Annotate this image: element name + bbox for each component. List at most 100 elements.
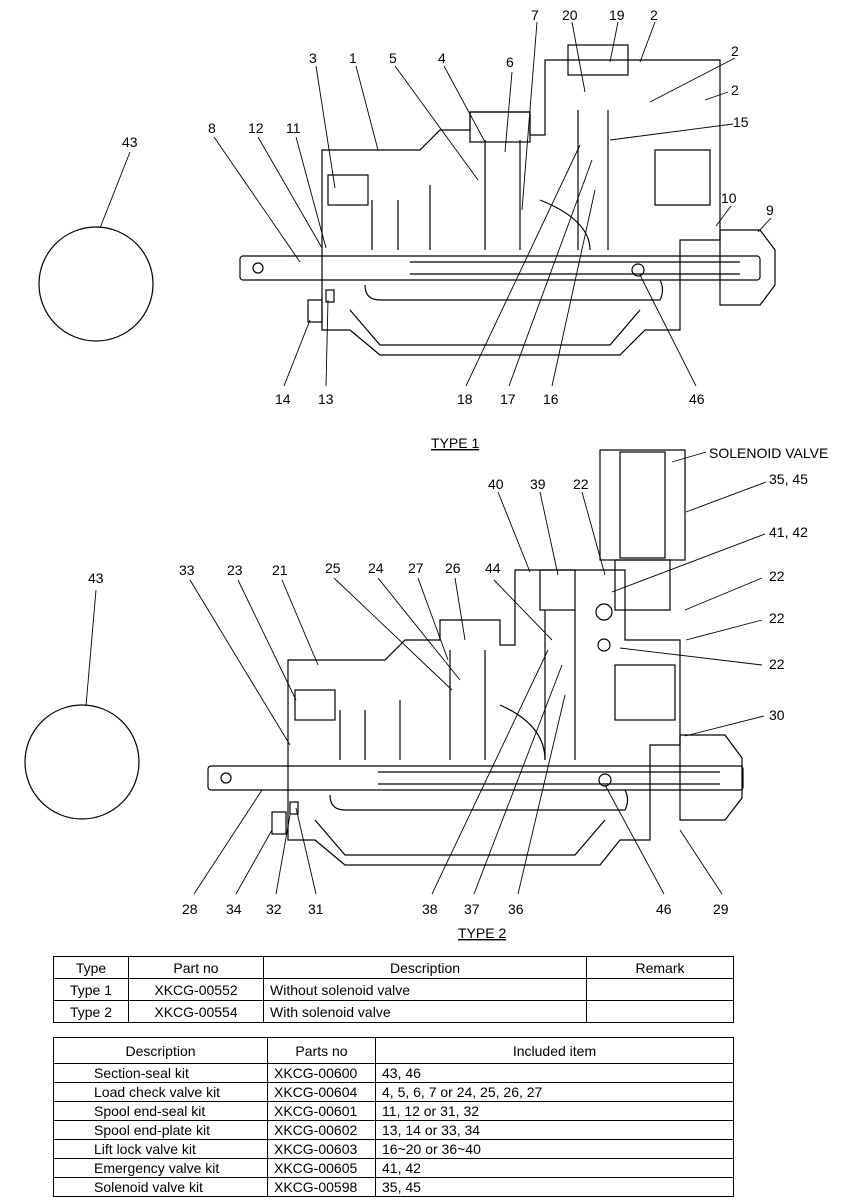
- table-row: Type 2 XKCG-00554 With solenoid valve: [53, 1000, 734, 1023]
- callout: 46: [689, 391, 705, 407]
- table-header-row: Description Parts no Included item: [53, 1037, 734, 1064]
- column-header: Parts no: [267, 1037, 376, 1064]
- column-header: Description: [263, 956, 587, 979]
- column-header: Remark: [586, 956, 734, 979]
- kit-included-cell: 16~20 or 36~40: [375, 1139, 734, 1159]
- callout: 23: [227, 562, 243, 578]
- callout: 38: [422, 901, 438, 917]
- callout: 29: [713, 901, 729, 917]
- callout: 6: [506, 54, 514, 70]
- callout: 17: [500, 391, 516, 407]
- callout: 21: [272, 562, 288, 578]
- kit-parts-no-cell: XKCG-00605: [267, 1158, 376, 1178]
- remark-cell: [586, 978, 734, 1001]
- solenoid-valve-label: SOLENOID VALVE: [709, 445, 828, 461]
- kit-included-cell: 11, 12 or 31, 32: [375, 1101, 734, 1121]
- kit-parts-no-cell: XKCG-00603: [267, 1139, 376, 1159]
- kit-description-cell: Spool end-plate kit: [53, 1120, 268, 1140]
- kit-included-cell: 13, 14 or 33, 34: [375, 1120, 734, 1140]
- callout: 28: [182, 901, 198, 917]
- callout: 22: [769, 610, 785, 626]
- type2-caption: TYPE 2: [458, 925, 506, 941]
- callout: 44: [485, 560, 501, 576]
- callout: 15: [733, 114, 749, 130]
- kit-description-cell: Spool end-seal kit: [53, 1101, 268, 1121]
- callout: 19: [609, 7, 625, 23]
- callout: 40: [488, 476, 504, 492]
- kit-included-cell: 4, 5, 6, 7 or 24, 25, 26, 27: [375, 1082, 734, 1102]
- callout: 26: [445, 560, 461, 576]
- callout: 32: [266, 901, 282, 917]
- callout: 4: [438, 50, 446, 66]
- leader-lines-type2: [85, 451, 767, 895]
- callout: 46: [656, 901, 672, 917]
- callout: 27: [408, 560, 424, 576]
- seal-ring-43-type1: [38, 226, 154, 342]
- table-row: Spool end-seal kit XKCG-00601 11, 12 or …: [53, 1101, 734, 1121]
- kit-parts-no-cell: XKCG-00602: [267, 1120, 376, 1140]
- kit-parts-no-cell: XKCG-00600: [267, 1063, 376, 1083]
- column-header: Description: [53, 1037, 268, 1064]
- kit-parts-no-cell: XKCG-00598: [267, 1177, 376, 1197]
- spool-type2: [207, 765, 744, 835]
- remark-cell: [586, 1000, 734, 1023]
- description-cell: With solenoid valve: [263, 1000, 587, 1023]
- column-header: Included item: [375, 1037, 734, 1064]
- callout: 34: [226, 901, 242, 917]
- callout: 30: [769, 707, 785, 723]
- part-no-cell: XKCG-00554: [128, 1000, 264, 1023]
- callout: 11: [286, 120, 301, 136]
- kit-included-cell: 35, 45: [375, 1177, 734, 1197]
- callouts-type1: 43 3 1 5 4 6 7 20 19 2 2 2 15 8 12 11 10…: [122, 7, 774, 407]
- column-header: Type: [53, 956, 129, 979]
- callouts-type2: 43 33 23 21 25 24 27 26 44 40 39 22 35, …: [88, 471, 808, 917]
- callout: 18: [457, 391, 473, 407]
- column-header: Part no: [128, 956, 264, 979]
- callout: 22: [573, 476, 589, 492]
- callout: 13: [318, 391, 334, 407]
- kit-description-cell: Section-seal kit: [53, 1063, 268, 1083]
- callout: 8: [208, 120, 216, 136]
- kit-description-cell: Emergency valve kit: [53, 1158, 268, 1178]
- callout: 3: [309, 50, 317, 66]
- callout: 22: [769, 568, 785, 584]
- callout: 2: [731, 82, 739, 98]
- seal-ring-43-type2: [24, 704, 140, 820]
- callout: 1: [349, 50, 357, 66]
- callout: 9: [766, 202, 774, 218]
- callout: 2: [650, 7, 658, 23]
- callout: 14: [275, 391, 291, 407]
- kit-description-cell: Load check valve kit: [53, 1082, 268, 1102]
- type-cell: Type 2: [53, 1000, 129, 1023]
- callout: 7: [531, 7, 539, 23]
- callout: 20: [562, 7, 578, 23]
- callout: 41, 42: [769, 524, 808, 540]
- kit-included-cell: 43, 46: [375, 1063, 734, 1083]
- kit-parts-no-cell: XKCG-00601: [267, 1101, 376, 1121]
- callout: 33: [179, 562, 195, 578]
- spool-type1: [239, 255, 761, 323]
- callout: 31: [308, 901, 324, 917]
- kit-included-cell: 41, 42: [375, 1158, 734, 1178]
- callout: 39: [530, 476, 546, 492]
- kit-description-cell: Solenoid valve kit: [53, 1177, 268, 1197]
- table-row: Load check valve kit XKCG-00604 4, 5, 6,…: [53, 1082, 734, 1102]
- part-no-cell: XKCG-00552: [128, 978, 264, 1001]
- callout: 24: [368, 560, 384, 576]
- callout: 2: [731, 43, 739, 59]
- callout: 35, 45: [769, 471, 808, 487]
- valve-body-type1: [321, 44, 776, 356]
- type1-caption: TYPE 1: [431, 435, 479, 451]
- table-row: Type 1 XKCG-00552 Without solenoid valve: [53, 978, 734, 1001]
- callout: 22: [769, 656, 785, 672]
- callout: 25: [325, 560, 341, 576]
- leader-lines-type1: [99, 21, 772, 387]
- callout: 37: [464, 901, 480, 917]
- type-cell: Type 1: [53, 978, 129, 1001]
- table-row: Spool end-plate kit XKCG-00602 13, 14 or…: [53, 1120, 734, 1140]
- callout: 36: [508, 901, 524, 917]
- table-header-row: Type Part no Description Remark: [53, 956, 734, 979]
- valve-diagram: 43 3 1 5 4 6 7 20 19 2 2 2 15 8 12 11 10…: [24, 7, 828, 941]
- callout: 43: [122, 134, 138, 150]
- callout: 43: [88, 570, 104, 586]
